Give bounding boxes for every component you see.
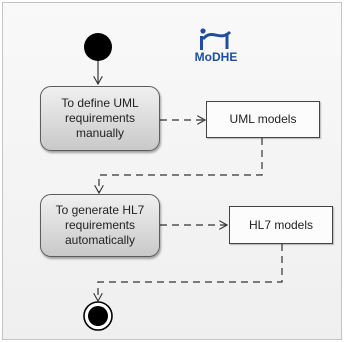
activity-label-line: automatically (64, 233, 135, 247)
activity-label-line: requirements (64, 111, 136, 125)
logo-text: MoDHE (194, 50, 238, 64)
start-node (84, 33, 112, 61)
artifact-label: UML models (229, 112, 297, 126)
activity-generate-hl7-requirements: To generate HL7 requirements automatical… (40, 194, 160, 257)
activity-label-line: manually (75, 126, 125, 140)
artifact-uml-models: UML models (206, 101, 320, 138)
modhe-logo: MoDHE (186, 26, 246, 66)
artifact-hl7-models: HL7 models (229, 206, 333, 244)
flow-uml-models-to-generate (99, 138, 263, 193)
flow-hl7-models-to-end (98, 244, 283, 301)
activity-label-line: To generate HL7 (55, 203, 145, 217)
diagram-panel (2, 2, 342, 340)
activity-define-uml-requirements: To define UML requirements manually (40, 86, 160, 151)
artifact-label: HL7 models (248, 217, 314, 232)
end-node (88, 306, 108, 326)
activity-label-line: requirements (64, 218, 135, 232)
activity-label-line: To define UML (61, 96, 139, 110)
logo-graphic-icon (200, 28, 232, 50)
